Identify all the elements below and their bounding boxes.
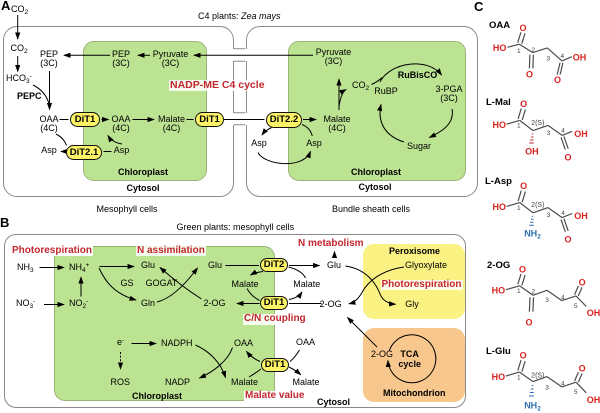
svg-text:HO: HO — [493, 202, 507, 212]
svg-text:3: 3 — [545, 297, 549, 304]
svg-text:NH2: NH2 — [524, 401, 541, 413]
svg-text:2(S): 2(S) — [531, 120, 544, 127]
svg-text:1: 1 — [517, 205, 521, 212]
svg-text:4: 4 — [561, 210, 565, 217]
svg-text:HO: HO — [493, 43, 507, 53]
svg-text:O: O — [519, 264, 526, 274]
svg-text:1: 1 — [517, 288, 521, 295]
svg-text:O: O — [525, 317, 532, 327]
svg-text:O: O — [520, 181, 527, 191]
svg-text:3: 3 — [547, 212, 551, 219]
svg-text:5: 5 — [574, 389, 578, 396]
svg-text:O: O — [526, 70, 533, 80]
svg-text:4: 4 — [560, 53, 564, 60]
svg-text:1: 1 — [517, 375, 521, 382]
svg-text:OH: OH — [574, 129, 588, 139]
svg-text:HO: HO — [493, 120, 507, 130]
svg-text:OH: OH — [525, 146, 539, 156]
svg-text:4: 4 — [561, 294, 565, 301]
svg-text:OH: OH — [574, 211, 588, 221]
svg-text:2(S): 2(S) — [531, 202, 544, 209]
svg-text:O: O — [554, 75, 561, 85]
svg-text:O: O — [520, 99, 527, 109]
svg-text:O: O — [579, 277, 586, 287]
svg-text:2: 2 — [531, 47, 535, 54]
svg-text:O: O — [519, 23, 526, 33]
svg-text:OH: OH — [573, 53, 587, 63]
svg-text:5: 5 — [574, 303, 578, 310]
svg-text:OH: OH — [587, 308, 600, 318]
svg-text:O: O — [564, 153, 571, 163]
svg-text:OH: OH — [587, 395, 600, 405]
svg-text:4: 4 — [561, 128, 565, 135]
svg-text:HO: HO — [492, 372, 506, 382]
svg-text:3: 3 — [546, 56, 550, 63]
svg-text:1: 1 — [517, 123, 521, 130]
svg-text:3: 3 — [547, 130, 551, 137]
svg-text:HO: HO — [492, 286, 506, 296]
svg-text:O: O — [579, 364, 586, 374]
svg-text:O: O — [520, 351, 527, 361]
svg-text:2(S): 2(S) — [531, 373, 544, 380]
svg-text:NH2: NH2 — [524, 229, 541, 241]
svg-text:1: 1 — [517, 48, 521, 55]
svg-text:3: 3 — [545, 385, 549, 392]
svg-text:2: 2 — [531, 289, 535, 296]
svg-text:4: 4 — [561, 381, 565, 388]
svg-text:O: O — [564, 235, 571, 245]
